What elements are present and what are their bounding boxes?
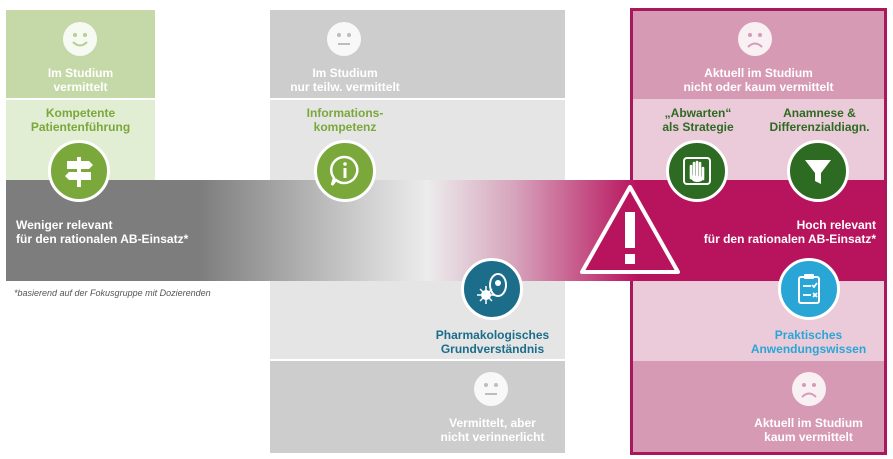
middle-topic-bottom-label: Pharmakologisches Grundverständnis [435,328,550,356]
middle-header-box [270,10,565,98]
sad-face-icon [738,22,772,56]
left-topic-label: Kompetente Patientenführung [30,106,131,134]
footnote: *basierend auf der Fokusgruppe mit Dozie… [14,288,211,298]
bacteria-cell-icon [461,258,523,320]
smiley-face-icon [63,22,97,56]
neutral-face-icon [327,22,361,56]
band-left-label: Weniger relevant für den rationalen AB-E… [16,218,189,246]
right-topic-bottom-label: Praktisches Anwendungswissen [750,328,867,356]
stop-hand-icon [666,140,728,202]
left-header-label: Im Studium vermittelt [47,66,114,94]
right-footer-label: Aktuell im Studium kaum vermittelt [754,416,863,444]
right-header-label: Aktuell im Studium nicht oder kaum vermi… [683,66,834,94]
info-icon [314,140,376,202]
right-topic-left-label: „Abwarten“ als Strategie [662,106,734,134]
relevance-gradient-band [6,180,884,281]
band-right-label: Hoch relevant für den rationalen AB-Eins… [703,218,876,246]
neutral-face-icon [474,372,508,406]
filter-funnel-icon [787,140,849,202]
middle-header-label: Im Studium nur teilw. vermittelt [290,66,400,94]
warning-triangle-icon [577,182,683,276]
middle-footer-box [270,361,565,453]
right-footer-box [633,361,884,452]
middle-topic-top-label: Informations- kompetenz [306,106,384,134]
sad-face-icon [792,372,826,406]
middle-footer-label: Vermittelt, aber nicht verinnerlicht [440,416,545,444]
signpost-icon [48,140,110,202]
clipboard-checklist-icon [778,258,840,320]
right-topic-right-label: Anamnese & Differenzialdiagn. [769,106,870,134]
